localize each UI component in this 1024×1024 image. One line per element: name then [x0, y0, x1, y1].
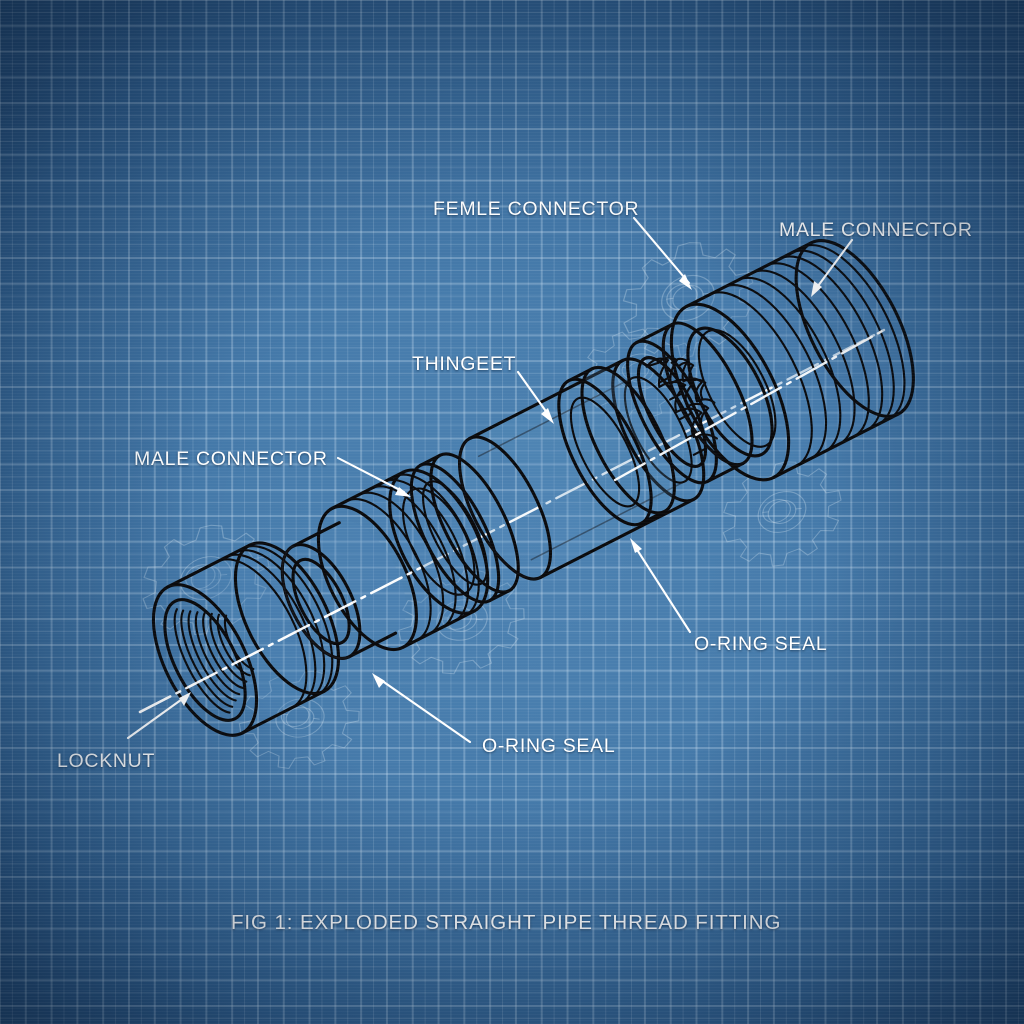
callout-label-male-connector-right: MALE CONNECTOR: [779, 219, 973, 241]
leader-o-ring-seal-left: [372, 673, 472, 744]
leader-femle-connector: [632, 216, 692, 290]
leader-thingeet: [516, 370, 554, 424]
callout-label-o-ring-seal-right: O-RING SEAL: [694, 633, 828, 655]
callout-label-o-ring-seal-left: O-RING SEAL: [482, 735, 616, 757]
leader-male-connector-right: [811, 238, 854, 297]
callout-label-thingeet: THINGEET: [412, 353, 517, 375]
callout-label-femle-connector: FEMLE CONNECTOR: [433, 198, 640, 220]
callout-label-male-connector-left: MALE CONNECTOR: [134, 448, 328, 470]
figure-caption: FIG 1: EXPLODED STRAIGHT PIPE THREAD FIT…: [231, 911, 782, 934]
leader-male-connector-left: [336, 456, 411, 497]
leader-locknut: [126, 692, 191, 740]
callout-label-locknut: LOCKNUT: [57, 750, 156, 772]
leader-o-ring-seal-right: [630, 538, 692, 634]
